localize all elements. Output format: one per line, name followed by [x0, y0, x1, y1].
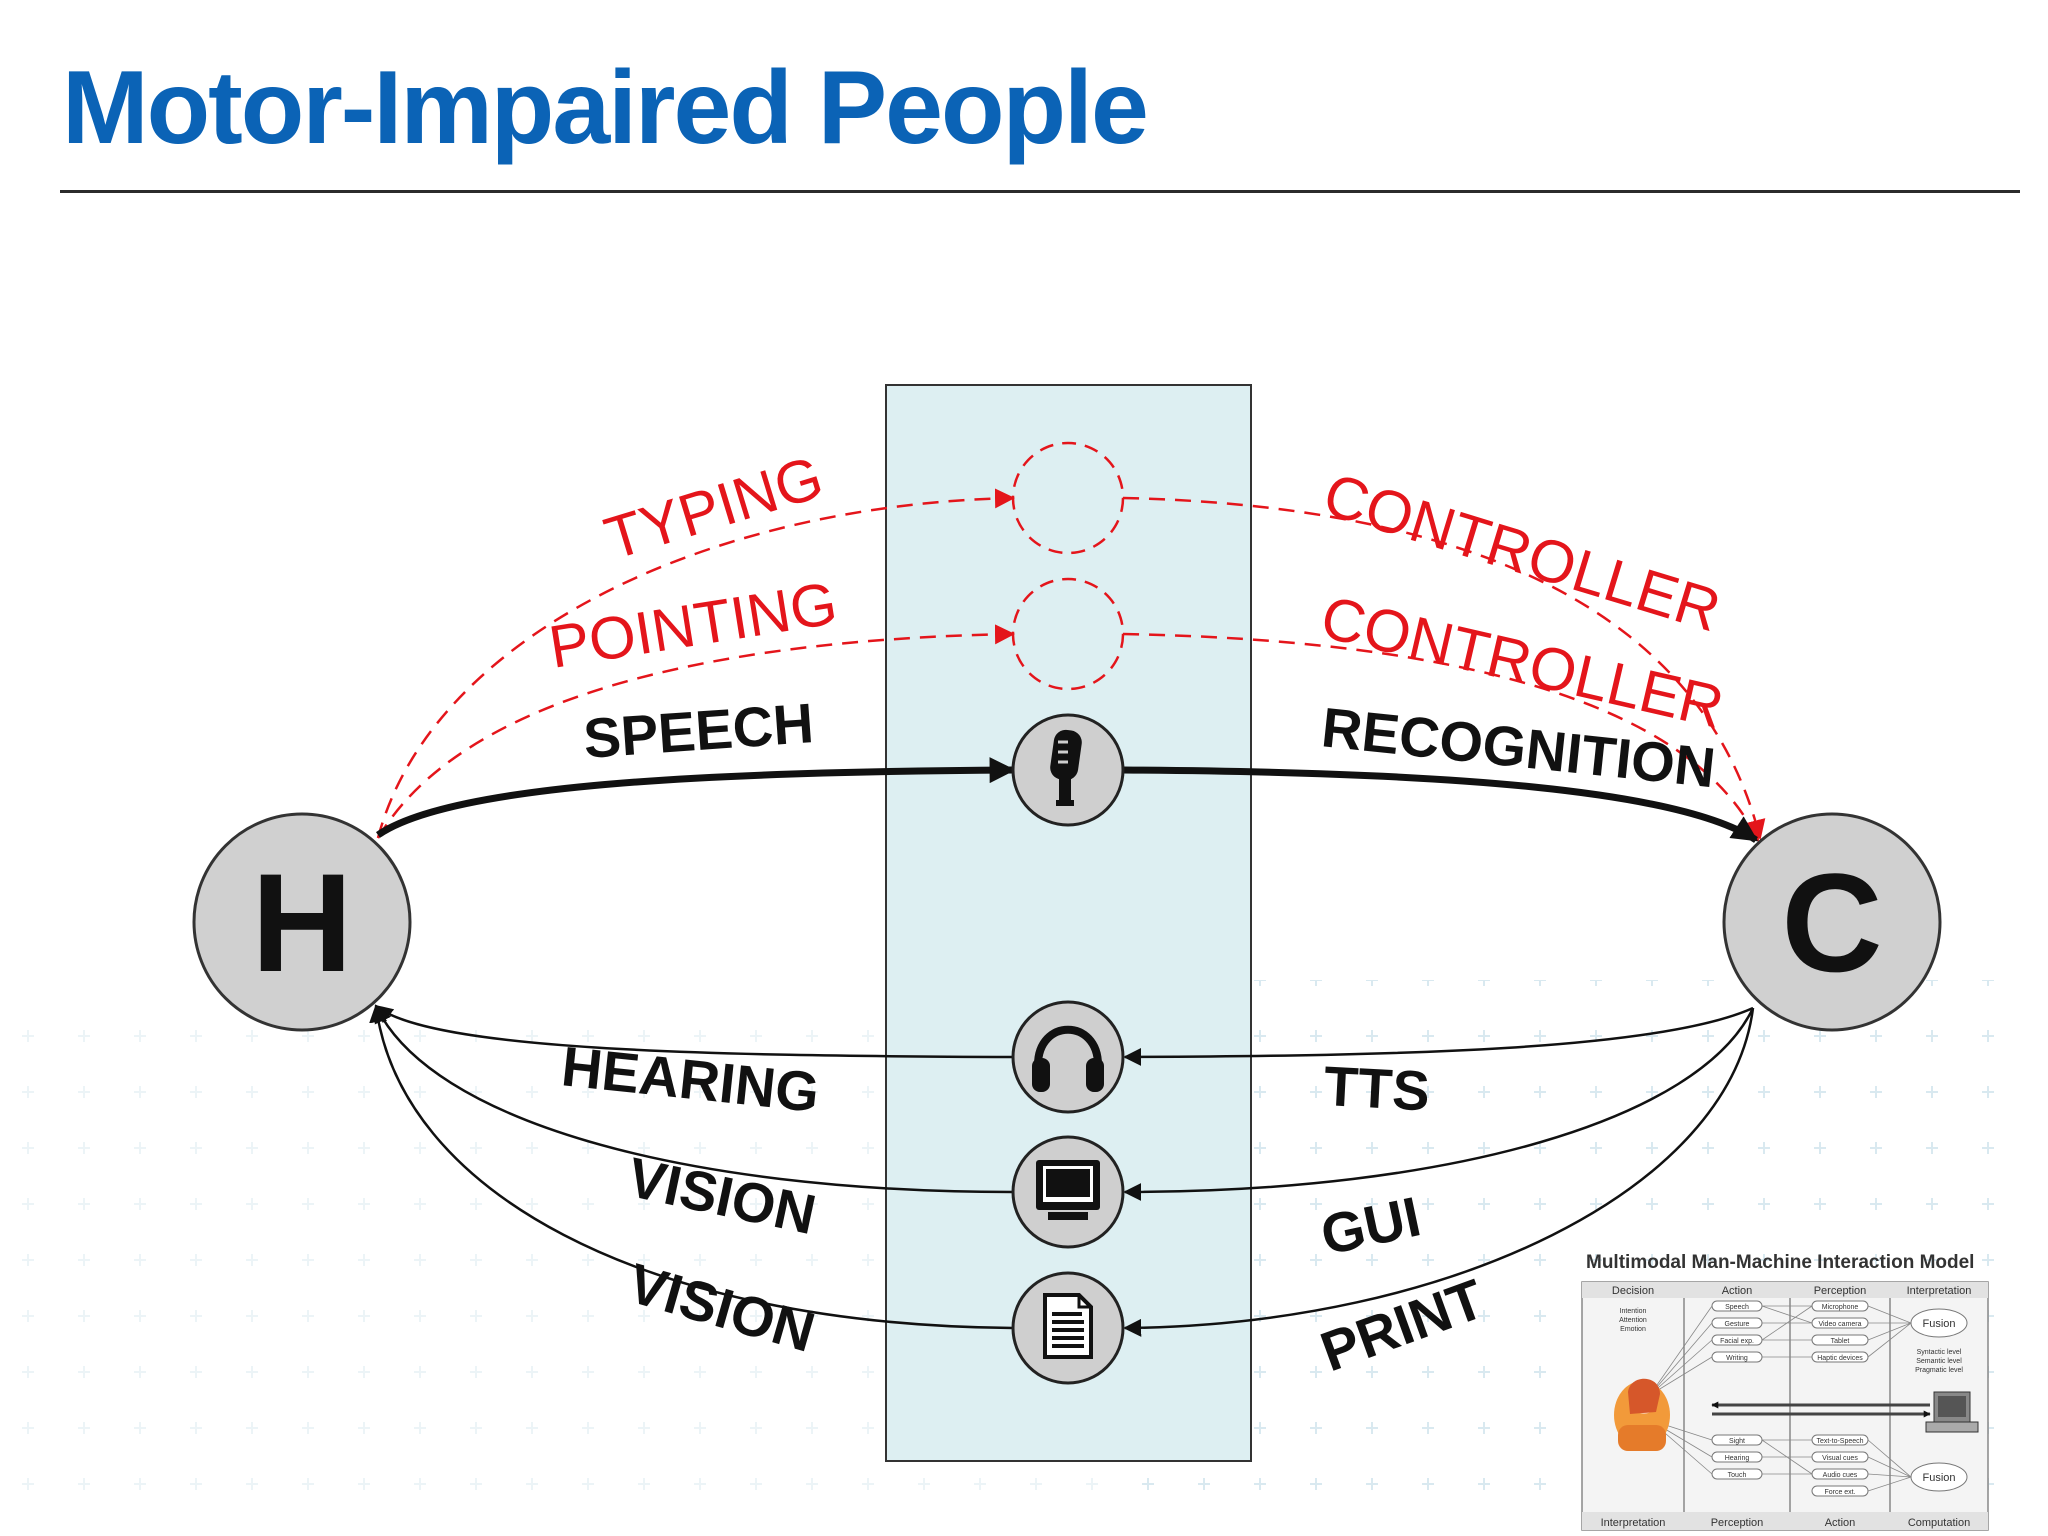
title-rule — [60, 190, 2020, 193]
thumb-machine-action-3: Audio cues — [1823, 1472, 1858, 1479]
tts-path — [1123, 1006, 1754, 1066]
print-path — [1123, 1007, 1755, 1337]
thumb-human-perception-1: Sight — [1729, 1438, 1745, 1445]
recognition-path — [1122, 766, 1759, 843]
thumb-fusion-level-2: Semantic level — [1916, 1358, 1962, 1365]
document-icon — [1011, 1271, 1125, 1385]
slide-title: Motor-Impaired People — [62, 50, 1149, 166]
thumb-footer-perception: Perception — [1711, 1517, 1764, 1529]
headphones-icon — [1011, 1000, 1125, 1114]
pointing-controller-path — [1122, 632, 1760, 842]
model-thumbnail: Multimodal Man-Machine Interaction Model… — [1581, 1252, 1989, 1531]
typing-label: TYPING — [597, 443, 830, 572]
thumb-machine-action-2: Visual cues — [1822, 1455, 1858, 1462]
thumb-human-action-2: Gesture — [1725, 1321, 1750, 1328]
human-node: H — [192, 812, 412, 1032]
thumb-machine-perception-4: Haptic devices — [1817, 1355, 1863, 1362]
thumb-computer-figure — [1925, 1391, 1979, 1433]
thumb-decision-3: Emotion — [1620, 1326, 1646, 1333]
pointing-device-circle — [1011, 577, 1125, 691]
thumbnail-title: Multimodal Man-Machine Interaction Model — [1586, 1252, 1974, 1273]
thumb-header-interpretation: Interpretation — [1907, 1285, 1972, 1297]
thumb-machine-action-4: Force ext. — [1824, 1489, 1855, 1496]
monitor-icon — [1011, 1135, 1125, 1249]
thumb-human-action-4: Writing — [1726, 1355, 1748, 1362]
thumb-footer-interpretation: Interpretation — [1601, 1517, 1666, 1529]
thumb-fusion-level-3: Pragmatic level — [1915, 1367, 1963, 1374]
thumb-decision-1: Intention — [1620, 1308, 1647, 1315]
thumb-fusion-top: Fusion — [1922, 1318, 1955, 1330]
speech-path — [376, 757, 1016, 838]
thumb-fusion-bottom: Fusion — [1922, 1472, 1955, 1484]
vision-gui-path — [374, 1004, 1014, 1194]
thumb-machine-perception-1: Microphone — [1822, 1304, 1859, 1311]
thumb-header-action: Action — [1722, 1285, 1753, 1297]
speech-label: SPEECH — [581, 691, 815, 770]
thumb-machine-perception-3: Tablet — [1831, 1338, 1850, 1345]
typing-device-circle — [1011, 441, 1125, 555]
microphone-icon — [1011, 713, 1125, 827]
pointing-label: POINTING — [545, 569, 842, 681]
thumb-fusion-level-1: Syntactic level — [1917, 1349, 1962, 1356]
thumb-header-perception: Perception — [1814, 1285, 1867, 1297]
tts-label: TTS — [1322, 1054, 1431, 1122]
thumb-human-perception-3: Touch — [1728, 1472, 1747, 1479]
thumb-human-action-3: Facial exp. — [1720, 1338, 1754, 1345]
thumb-machine-perception-2: Video camera — [1818, 1321, 1861, 1328]
typing-path — [376, 488, 1015, 839]
thumb-human-perception-2: Hearing — [1725, 1455, 1750, 1462]
thumb-human-action-1: Speech — [1725, 1304, 1749, 1311]
hearing-path — [374, 1004, 1014, 1059]
typing-controller-path — [1122, 496, 1766, 840]
computer-node-label: C — [1781, 844, 1882, 1001]
computer-node: C — [1722, 812, 1942, 1032]
human-node-label: H — [251, 844, 352, 1001]
thumb-machine-action-1: Text-to-Speech — [1816, 1438, 1863, 1445]
thumb-header-decision: Decision — [1612, 1285, 1654, 1297]
thumb-footer-action: Action — [1825, 1517, 1856, 1529]
thumb-person-figure — [1614, 1378, 1670, 1451]
gui-path — [1123, 1007, 1755, 1201]
vision-print-path — [369, 1004, 1014, 1330]
thumb-decision-2: Attention — [1619, 1317, 1647, 1324]
thumb-footer-computation: Computation — [1908, 1517, 1970, 1529]
